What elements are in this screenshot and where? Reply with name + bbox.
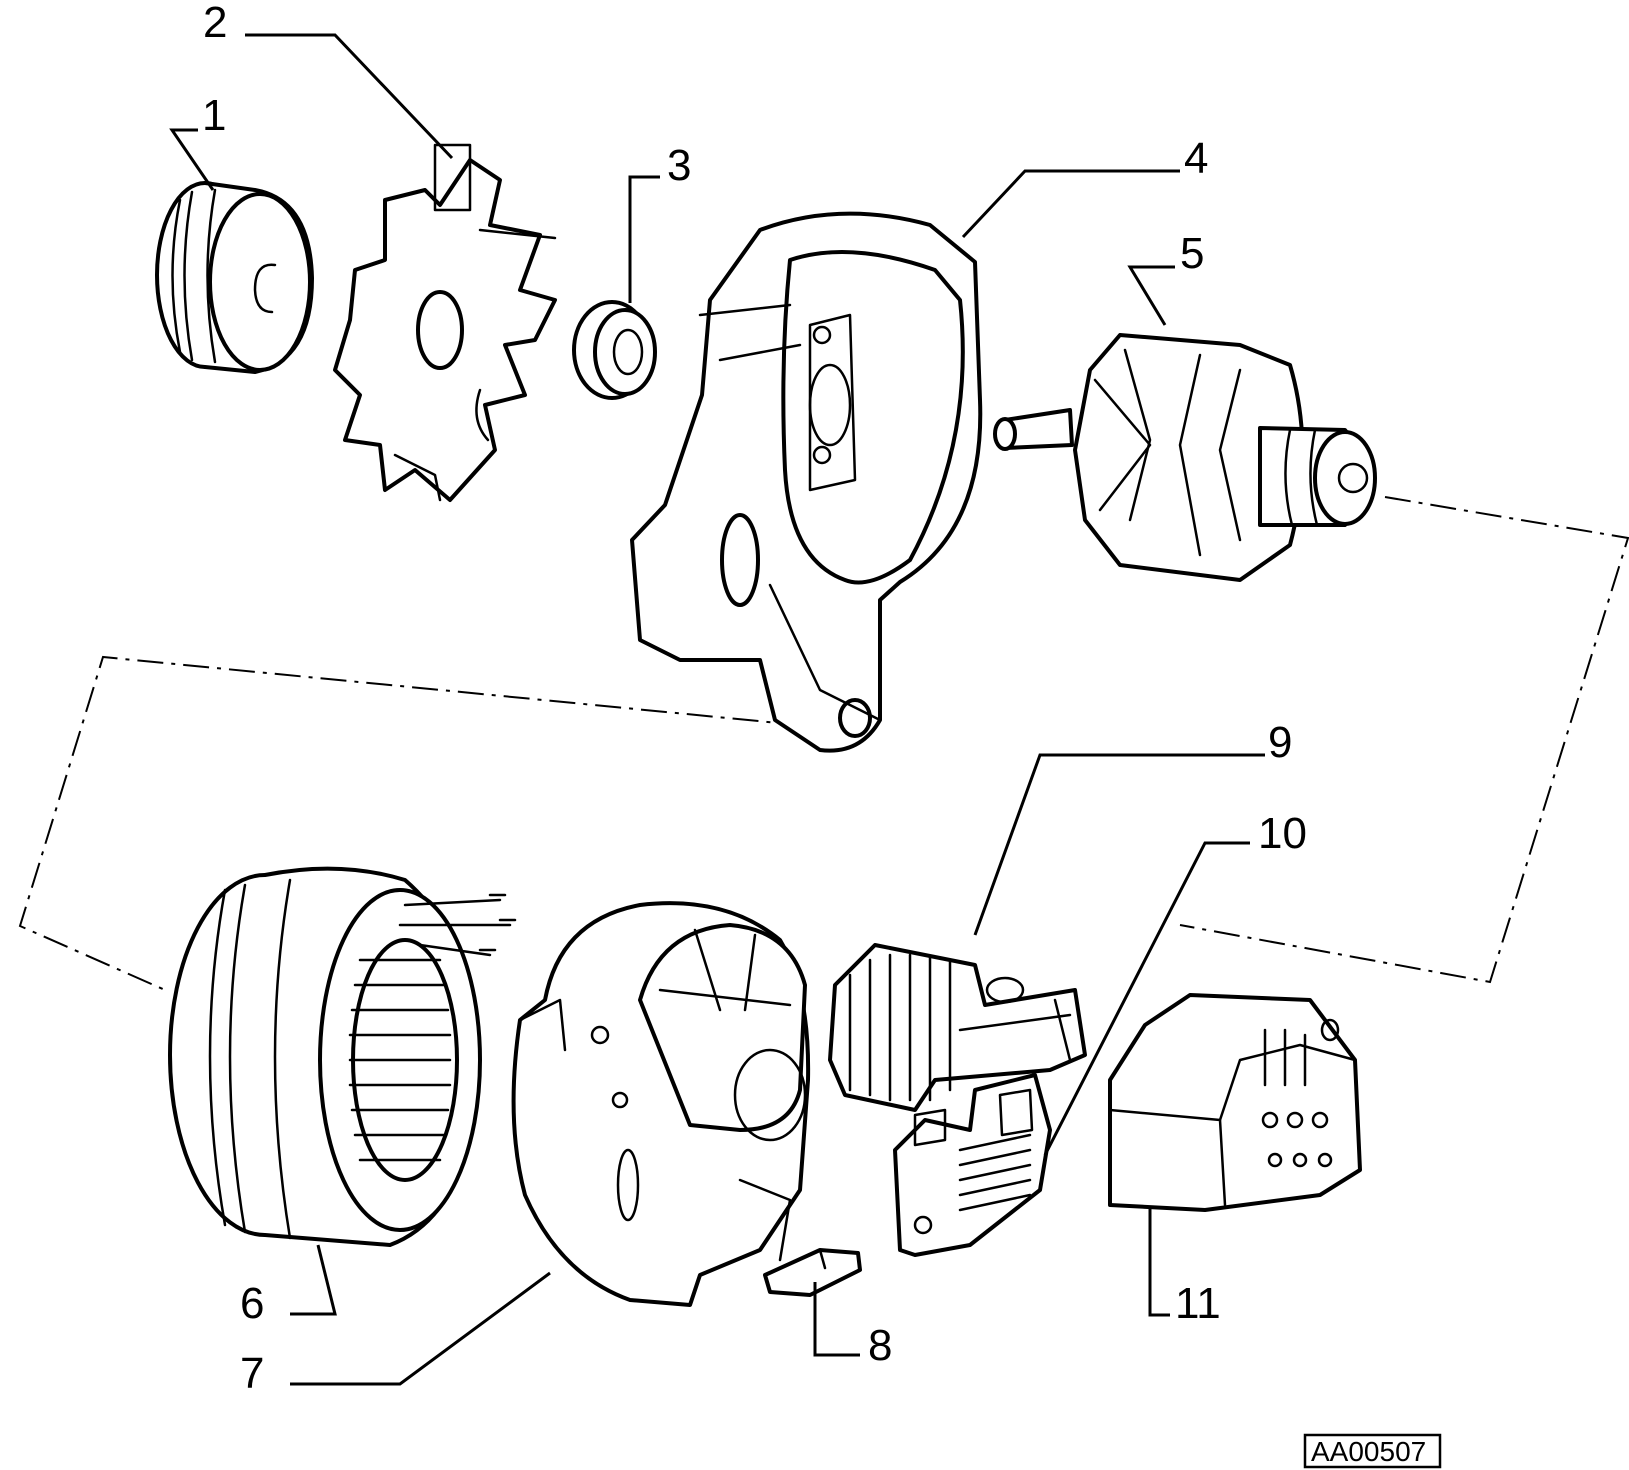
leader-1	[169, 128, 215, 191]
callout-labels: 1 2 3 4 5 6 7 8 9 10 11	[202, 0, 1307, 1398]
callout-10: 10	[1258, 809, 1307, 858]
callout-7: 7	[240, 1349, 264, 1398]
callout-6: 6	[240, 1279, 264, 1328]
leader-3	[628, 175, 660, 303]
callout-8: 8	[868, 1321, 892, 1370]
callout-1: 1	[202, 91, 226, 140]
leader-5	[1127, 265, 1175, 326]
callout-4: 4	[1184, 134, 1208, 183]
callout-5: 5	[1180, 229, 1204, 278]
part-8-tab	[763, 1248, 862, 1297]
drawing-code-box: AA00507	[1303, 1433, 1442, 1469]
part-1-pulley	[155, 181, 314, 374]
drawing-code: AA00507	[1311, 1436, 1426, 1467]
leader-10	[1043, 841, 1250, 1156]
leader-4	[961, 169, 1180, 239]
callout-9: 9	[1268, 718, 1292, 767]
part-9-rectifier	[828, 943, 1087, 1112]
leader-9	[973, 753, 1265, 936]
upper-axis-line	[1179, 496, 1629, 984]
part-4-front-housing	[630, 211, 983, 753]
part-7-rear-housing	[511, 901, 811, 1307]
part-2-fan	[333, 143, 557, 502]
part-11-cover	[1108, 993, 1362, 1212]
callout-2: 2	[203, 0, 227, 47]
leader-7	[290, 1271, 551, 1386]
lower-axis-line	[18, 655, 851, 991]
leader-11	[1148, 1208, 1170, 1317]
part-3-bearing-seal	[572, 300, 657, 400]
callout-11: 11	[1175, 1279, 1221, 1328]
leader-8	[813, 1282, 860, 1357]
part-5-rotor	[993, 333, 1377, 582]
part-6-stator	[168, 866, 517, 1247]
assembly-axis-lines	[18, 496, 1629, 991]
leader-2	[245, 33, 454, 160]
part-10-regulator	[893, 1073, 1052, 1257]
leader-6	[290, 1244, 337, 1316]
leader-lines	[169, 33, 1265, 1386]
callout-3: 3	[667, 141, 691, 190]
